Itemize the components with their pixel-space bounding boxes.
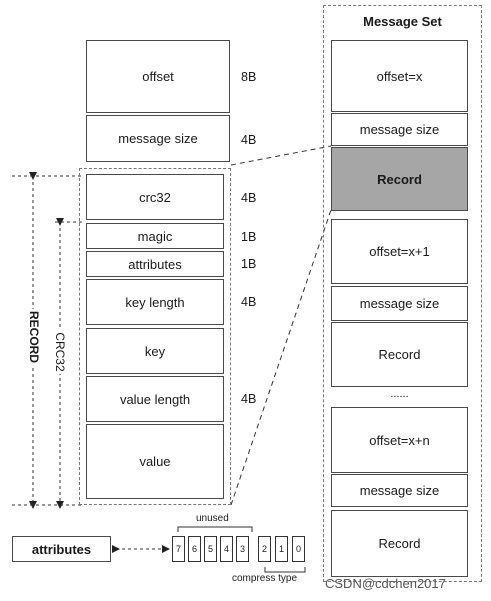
key-length-size: 4B <box>241 295 257 309</box>
bit-7: 7 <box>172 536 185 562</box>
ms-message-size-1: message size <box>331 113 468 146</box>
ms-record-2: Record <box>331 322 468 387</box>
unused-label: unused <box>196 513 229 524</box>
bit-1: 1 <box>275 536 288 562</box>
ms-record-3-label: Record <box>378 536 421 551</box>
message-set-outline <box>323 5 482 582</box>
value-length-field: value length <box>86 376 224 422</box>
attributes-size: 1B <box>241 257 257 271</box>
crc32-extent-label: CRC32 <box>53 330 67 374</box>
bit-5: 5 <box>204 536 217 562</box>
offset-label: offset <box>142 69 174 84</box>
key-field: key <box>86 328 224 374</box>
value-field: value <box>86 424 224 499</box>
key-label: key <box>144 343 166 359</box>
bit-2: 2 <box>258 536 271 562</box>
crc32-size: 4B <box>241 191 257 205</box>
watermark: CSDN@cdchen2017 <box>325 576 446 591</box>
key-length-field: key length <box>86 279 224 325</box>
ms-offset-x1-label: offset=x+1 <box>369 244 430 259</box>
value-length-label: value length <box>119 391 191 407</box>
compress-type-label: compress type <box>232 573 298 584</box>
value-label: value <box>139 454 171 469</box>
message-size-size: 4B <box>241 133 257 147</box>
crc32-label: crc32 <box>139 189 171 205</box>
attributes-field: attributes <box>86 251 224 277</box>
offset-size: 8B <box>241 70 257 84</box>
ms-record-3: Record <box>331 510 468 577</box>
attributes-label: attributes <box>128 256 182 272</box>
ms-message-size-3-label: message size <box>359 483 440 498</box>
attributes-detail-label: attributes <box>31 541 92 557</box>
ms-ellipsis: ...... <box>390 388 409 400</box>
ms-message-size-3: message size <box>331 474 468 507</box>
bit-6: 6 <box>188 536 201 562</box>
attributes-detail-box: attributes <box>12 536 111 562</box>
ms-offset-x: offset=x <box>331 40 468 112</box>
message-size-label: message size <box>118 131 198 146</box>
crc32-field: crc32 <box>86 174 224 220</box>
offset-field: offset <box>86 40 230 113</box>
message-size-field: message size <box>86 115 230 162</box>
record-outline <box>79 168 231 505</box>
magic-label: magic <box>137 228 173 244</box>
value-length-size: 4B <box>241 392 257 406</box>
ms-offset-xn-label: offset=x+n <box>369 432 430 448</box>
ms-offset-xn: offset=x+n <box>331 407 468 473</box>
message-set-title: Message Set <box>363 14 442 29</box>
magic-size: 1B <box>241 230 257 244</box>
key-length-label: key length <box>125 294 185 310</box>
ms-record-2-label: Record <box>378 347 421 362</box>
bit-0: 0 <box>292 536 305 562</box>
ms-message-size-2-label: message size <box>359 296 440 311</box>
ms-record-highlighted: Record <box>331 147 468 211</box>
ms-message-size-2: message size <box>331 286 468 321</box>
bit-4: 4 <box>220 536 233 562</box>
ms-record-highlighted-label: Record <box>377 171 422 187</box>
ms-offset-x1: offset=x+1 <box>331 219 468 284</box>
ms-offset-x-label: offset=x <box>376 68 423 84</box>
magic-field: magic <box>86 223 224 249</box>
record-label: RECORD <box>27 309 41 365</box>
bit-3: 3 <box>236 536 249 562</box>
ms-message-size-1-label: message size <box>359 122 440 137</box>
